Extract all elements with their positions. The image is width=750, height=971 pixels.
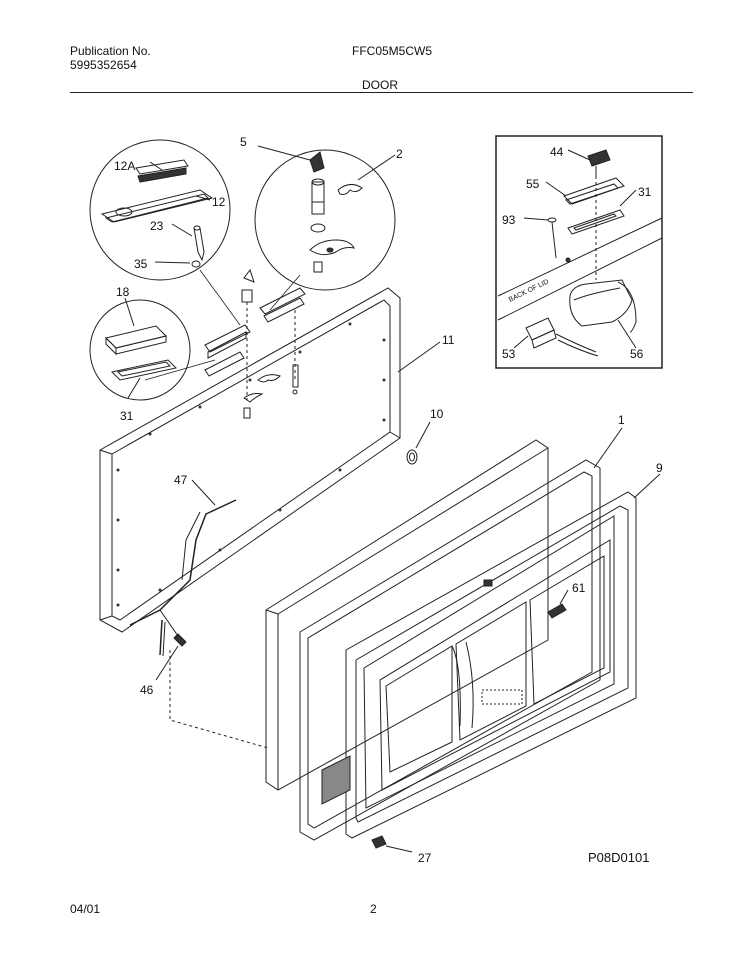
detail-circle-handle xyxy=(89,139,231,281)
callout-12: 12 xyxy=(212,195,226,209)
callout-47: 47 xyxy=(174,473,188,487)
callout-55: 55 xyxy=(526,177,540,191)
detail-circle-lid-switch xyxy=(89,297,191,401)
callout-61: 61 xyxy=(572,581,586,595)
callout-12A: 12A xyxy=(114,159,135,173)
callout-5: 5 xyxy=(240,135,247,149)
inset-back-of-lid xyxy=(495,135,663,369)
door-gasket xyxy=(299,427,623,841)
callout-46: 46 xyxy=(140,683,154,697)
callout-18: 18 xyxy=(116,285,130,299)
callout-56: 56 xyxy=(630,347,644,361)
callout-1: 1 xyxy=(618,413,625,427)
callout-31-inset: 31 xyxy=(638,185,652,199)
callout-11: 11 xyxy=(442,333,455,347)
callout-35: 35 xyxy=(134,257,148,271)
drawing-id: P08D0101 xyxy=(588,850,649,865)
model-number: FFC05M5CW5 xyxy=(352,44,433,58)
publication-number: 5995352654 xyxy=(70,58,137,72)
door-liner xyxy=(99,268,441,681)
callout-9: 9 xyxy=(656,461,663,475)
callout-93: 93 xyxy=(502,213,516,227)
callout-31: 31 xyxy=(120,409,134,423)
callout-44: 44 xyxy=(550,145,564,159)
footer-date: 04/01 xyxy=(70,902,101,916)
callout-53: 53 xyxy=(502,347,516,361)
footer-page-number: 2 xyxy=(370,902,377,916)
part-10-screw xyxy=(406,421,431,465)
inner-door-shell xyxy=(321,473,661,853)
outer-door-panel xyxy=(265,439,549,791)
detail-circle-hinge xyxy=(254,145,396,291)
callout-27: 27 xyxy=(418,851,432,865)
callout-10: 10 xyxy=(430,407,444,421)
inset-caption: BACK OF LID xyxy=(508,278,550,303)
callout-23: 23 xyxy=(150,219,164,233)
publication-label: Publication No. xyxy=(70,44,151,58)
section-title: DOOR xyxy=(362,78,398,92)
callout-2: 2 xyxy=(396,147,403,161)
header-divider xyxy=(70,92,693,93)
